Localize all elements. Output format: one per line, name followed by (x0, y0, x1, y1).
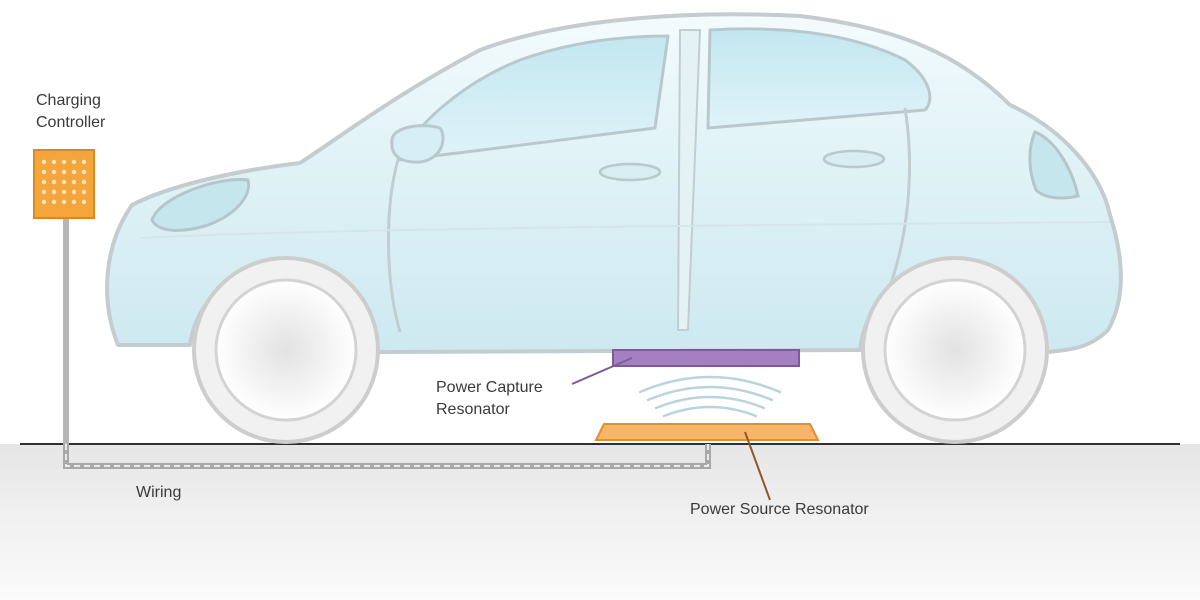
wiring-label: Wiring (136, 484, 182, 501)
front-wheel (192, 256, 380, 444)
charging-controller (33, 149, 95, 462)
front-window (396, 34, 670, 162)
power-capture-label-line-2: Resonator (436, 401, 510, 418)
rear-door-handle (822, 149, 886, 169)
rear-window (706, 27, 932, 130)
side-mirror (390, 124, 445, 164)
charging-controller-label: Charging Controller (36, 90, 105, 134)
capture-leader-line (571, 357, 633, 385)
controller-grid (41, 159, 87, 205)
power-source-resonator-label: Power Source Resonator (690, 501, 869, 518)
rear-wheel (861, 256, 1049, 444)
front-door-handle (598, 162, 662, 182)
charging-controller-label-line-2: Controller (36, 114, 106, 131)
power-capture-label-line-1: Power Capture (436, 379, 543, 396)
power-source-resonator (594, 423, 820, 441)
power-capture-resonator-label: Power Capture Resonator (436, 377, 543, 421)
charging-controller-label-line-1: Charging (36, 92, 101, 109)
ground (0, 444, 1200, 600)
source-leader-line (744, 431, 771, 501)
front-door-seam (387, 159, 402, 333)
tail-light (1028, 130, 1080, 200)
energy-waves (638, 375, 782, 418)
wiring-cable (65, 444, 709, 467)
headlight (150, 177, 251, 232)
body-crease (139, 221, 1111, 239)
power-capture-resonator (612, 349, 800, 367)
b-pillar (676, 29, 702, 331)
car (105, 12, 1123, 444)
